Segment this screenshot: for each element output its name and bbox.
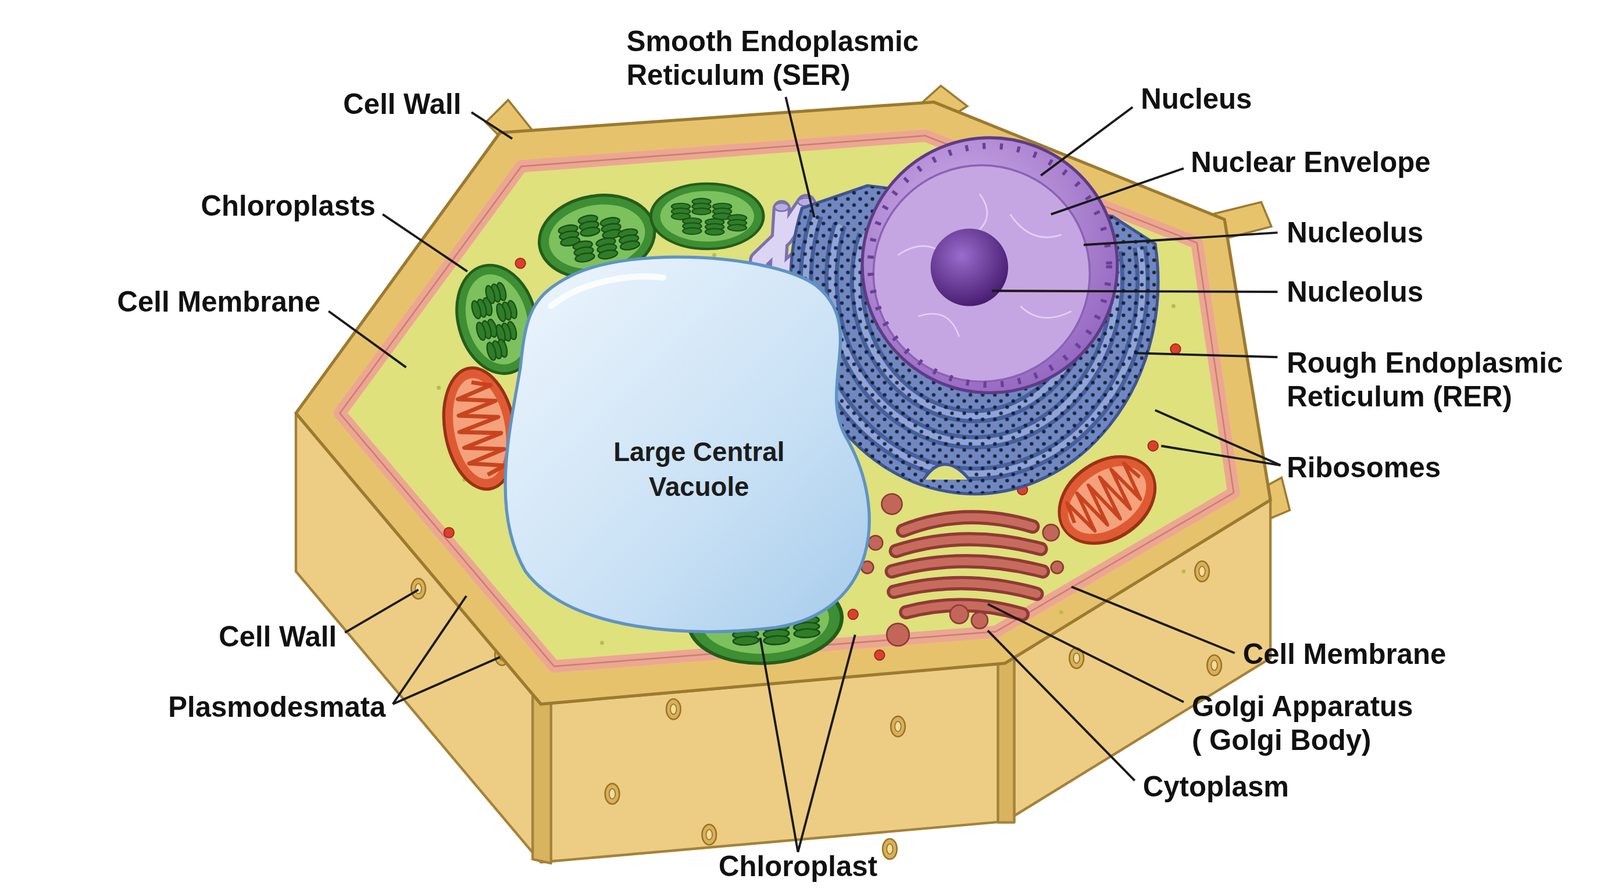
- golgi-apparatus-part: [902, 517, 1033, 531]
- leader-lines-part: [1040, 106, 1133, 176]
- chloroplasts-part: [650, 183, 764, 249]
- part-label: Chloroplasts: [201, 189, 376, 224]
- plasmodesmata-part: [666, 698, 681, 720]
- cytoplasm-granules-part: [712, 252, 717, 257]
- ribosomes-part: [1147, 440, 1159, 452]
- leader-lines-part: [1161, 445, 1281, 466]
- vacuole-highlight: [551, 276, 664, 307]
- part-label: Nuclear Envelope: [1190, 145, 1431, 180]
- leader-lines-part: [987, 604, 1184, 702]
- plasmodesmata-part: [882, 838, 898, 860]
- golgi-apparatus-part: [895, 539, 1041, 552]
- part-label: Cell Wall: [343, 87, 462, 121]
- leader-lines-part: [991, 290, 1278, 292]
- leader-lines-part: [987, 630, 1135, 781]
- leader-lines-part: [328, 311, 406, 368]
- golgi-apparatus-part: [895, 539, 1041, 552]
- golgi-apparatus-part-part: [868, 535, 884, 550]
- ribosomes-part: [847, 609, 859, 620]
- cell-wall-part: [295, 102, 1271, 705]
- plasmodesmata-part: [890, 716, 906, 737]
- part-label: Cytoplasm: [1143, 769, 1289, 804]
- part-label: Rough Endoplasmic Reticulum (RER): [1286, 345, 1594, 414]
- golgi-apparatus-part: [861, 493, 1064, 646]
- golgi-apparatus-part: [891, 561, 1044, 572]
- leader-lines-part: [471, 112, 513, 139]
- cytoplasm-granules-part: [1059, 610, 1064, 615]
- cell-wall: [295, 102, 1271, 705]
- nucleus-part: [870, 145, 1110, 385]
- part-label: Plasmodesmata: [168, 690, 386, 724]
- golgi-apparatus-part: [893, 583, 1037, 594]
- nucleus-part: [897, 193, 1071, 337]
- vacuole-node: Large Central Vacuole: [505, 250, 894, 644]
- golgi-apparatus-part-part: [886, 623, 910, 646]
- vacuole-shape: [505, 256, 870, 632]
- nucleus-part: [862, 137, 1118, 394]
- cell-wall-panels-part: [997, 659, 1014, 823]
- leader-lines-part: [1051, 168, 1184, 215]
- plasmodesmata-part: [702, 824, 717, 845]
- ribosomes-part: [874, 650, 885, 661]
- golgi-apparatus-part-part: [971, 612, 988, 629]
- cell-membrane: [339, 135, 1234, 667]
- part-label: Chloroplast: [718, 849, 878, 884]
- part-label: Nucleus: [1140, 81, 1252, 116]
- golgi-apparatus-part-part: [881, 493, 902, 514]
- nucleus-part: [930, 228, 1009, 306]
- ribosomes-part: [1170, 343, 1181, 355]
- node-label: Large Central Vacuole: [597, 434, 802, 505]
- golgi-apparatus-part: [891, 561, 1044, 572]
- part-label: Golgi Apparatus ( Golgi Body): [1191, 689, 1425, 757]
- plasmodesmata-part: [605, 783, 620, 805]
- ribosomes-part: [443, 527, 455, 538]
- cell-membrane-part: [339, 135, 1234, 667]
- nucleus: [862, 137, 1118, 394]
- leader-lines-part: [344, 589, 419, 633]
- leader-lines-part: [1071, 586, 1235, 653]
- part-label: Cell Wall: [218, 619, 337, 654]
- leader-lines-part: [797, 634, 855, 853]
- cell-wall-panels-part: [532, 695, 552, 864]
- cytoplasm-granules-part: [1181, 569, 1186, 574]
- golgi-apparatus: [861, 493, 1064, 646]
- plasmodesmata-part: [1206, 655, 1222, 676]
- plasmodesmata-part: [411, 578, 426, 599]
- part-label: Cell Membrane: [117, 285, 321, 320]
- part-label: Smooth Endoplasmic Reticulum (SER): [626, 24, 934, 92]
- cytoplasm-granules-part: [1171, 304, 1176, 309]
- leader-lines-part: [1134, 352, 1278, 357]
- golgi-apparatus-part: [893, 583, 1037, 594]
- leader-lines-part: [785, 97, 814, 218]
- part-label: Cell Membrane: [1243, 637, 1447, 671]
- cytoplasm-granules-part: [600, 640, 605, 645]
- leader-lines-part: [382, 214, 468, 272]
- part-label: Nucleolus: [1286, 215, 1424, 250]
- leader-lines: [328, 97, 1281, 853]
- smooth-er-part: [774, 202, 789, 212]
- golgi-apparatus-part: [902, 517, 1033, 531]
- part-label: Nucleolus: [1286, 275, 1424, 309]
- nucleus-part: [873, 165, 1090, 382]
- leader-lines-part: [393, 656, 500, 705]
- leader-lines-part: [1155, 410, 1281, 466]
- part-label: Ribosomes: [1286, 450, 1441, 485]
- cytoplasm-granules-part: [436, 385, 441, 390]
- ribosomes-part: [515, 258, 526, 269]
- golgi-apparatus-part-part: [950, 605, 969, 624]
- golgi-apparatus-part-part: [1051, 561, 1064, 574]
- golgi-apparatus-part-part: [1043, 524, 1060, 541]
- plasmodesmata-part: [1194, 561, 1210, 582]
- rough-er-part: [923, 464, 970, 480]
- leader-lines-part: [1083, 232, 1278, 245]
- cell-membrane-part: [339, 135, 1234, 667]
- leader-lines-part: [760, 637, 799, 853]
